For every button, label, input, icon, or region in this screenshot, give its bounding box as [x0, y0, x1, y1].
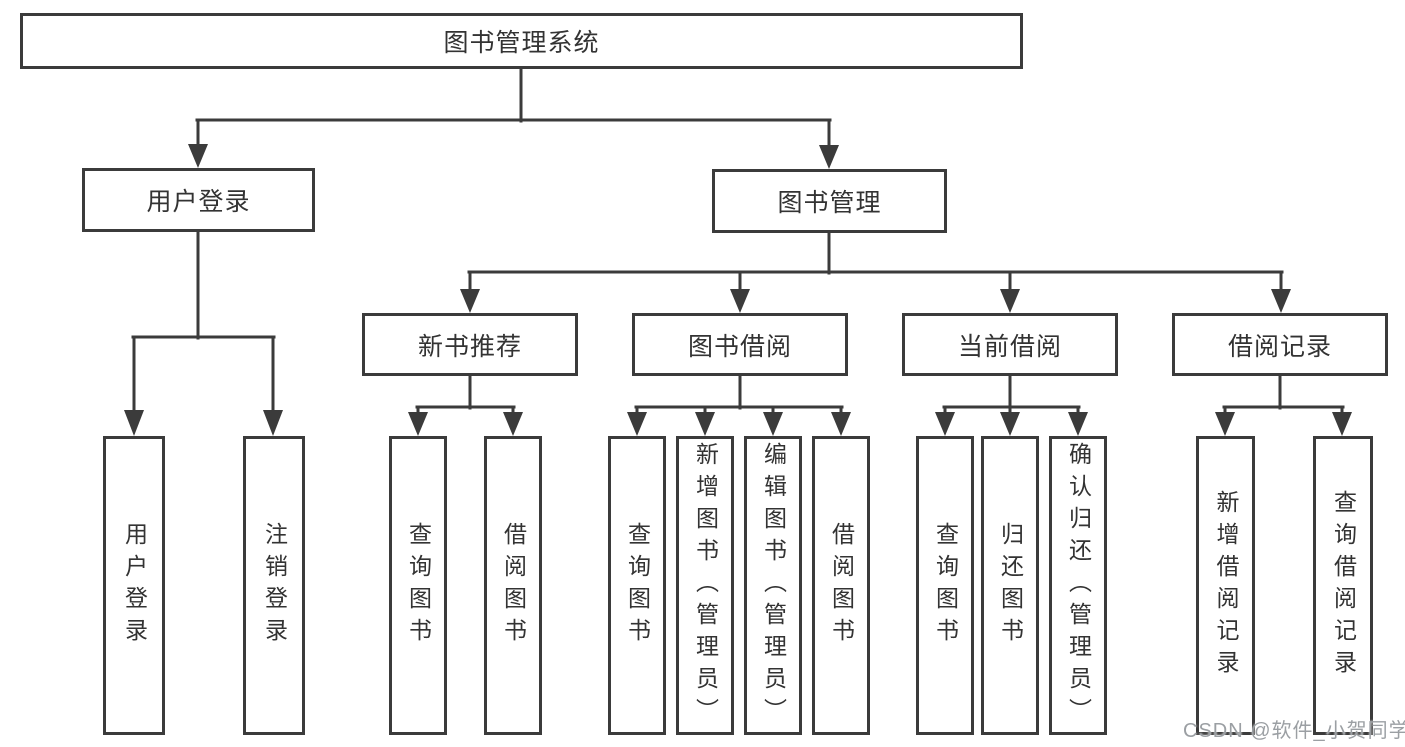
leaf-query-borrow-record: 查询借阅记录: [1313, 436, 1373, 735]
arrowhead: [460, 289, 480, 313]
arrowhead: [408, 412, 428, 436]
arrowhead: [1215, 412, 1235, 436]
leaf-confirm-return-admin: 确认归还（管理员）: [1049, 436, 1107, 735]
leaf-return-book: 归还图书: [981, 436, 1039, 735]
connector-bookmgmt-split: [467, 231, 1284, 293]
arrowhead: [503, 412, 523, 436]
arrowhead: [730, 289, 750, 313]
leaf-query-book-current: 查询图书: [916, 436, 974, 735]
leaf-add-borrow-record: 新增借阅记录: [1196, 436, 1255, 735]
arrowhead: [627, 412, 647, 436]
leaf-borrow-book: 借阅图书: [812, 436, 870, 735]
node-new-book-recommend: 新书推荐: [362, 313, 578, 376]
arrowhead: [935, 412, 955, 436]
arrowhead: [1068, 412, 1088, 436]
connector-root-split: [195, 67, 832, 149]
leaf-edit-book-admin: 编辑图书（管理员）: [744, 436, 802, 735]
arrowhead: [831, 412, 851, 436]
connector-record-split: [1222, 374, 1345, 416]
arrowhead: [124, 410, 144, 436]
arrowhead: [695, 412, 715, 436]
arrowhead: [1000, 289, 1020, 313]
arrowhead: [763, 412, 783, 436]
node-root: 图书管理系统: [20, 13, 1023, 69]
arrowhead: [819, 145, 839, 169]
leaf-user-login: 用户登录: [103, 436, 165, 735]
leaf-query-book-borrow: 查询图书: [608, 436, 666, 735]
arrowhead: [1000, 412, 1020, 436]
node-book-borrow: 图书借阅: [632, 313, 848, 376]
arrowhead: [1271, 289, 1291, 313]
arrowhead: [263, 410, 283, 436]
node-user-login-branch: 用户登录: [82, 168, 315, 232]
watermark: CSDN @软件_小贺同学: [1183, 720, 1405, 742]
arrowhead: [1332, 412, 1352, 436]
leaf-query-book-recommend: 查询图书: [389, 436, 447, 735]
connector-borrow-split: [634, 374, 844, 416]
connector-current-split: [942, 374, 1081, 416]
connector-paths: [131, 67, 1345, 416]
leaf-logout: 注销登录: [243, 436, 305, 735]
arrowhead: [188, 144, 208, 168]
leaf-add-book-admin: 新增图书（管理员）: [676, 436, 734, 735]
node-book-management-branch: 图书管理: [712, 169, 947, 233]
node-current-borrow: 当前借阅: [902, 313, 1118, 376]
connector-newbook-split: [415, 374, 516, 416]
arrowheads: [124, 144, 1352, 436]
connector-user-split: [131, 230, 276, 416]
node-borrow-record: 借阅记录: [1172, 313, 1388, 376]
leaf-borrow-book-recommend: 借阅图书: [484, 436, 542, 735]
